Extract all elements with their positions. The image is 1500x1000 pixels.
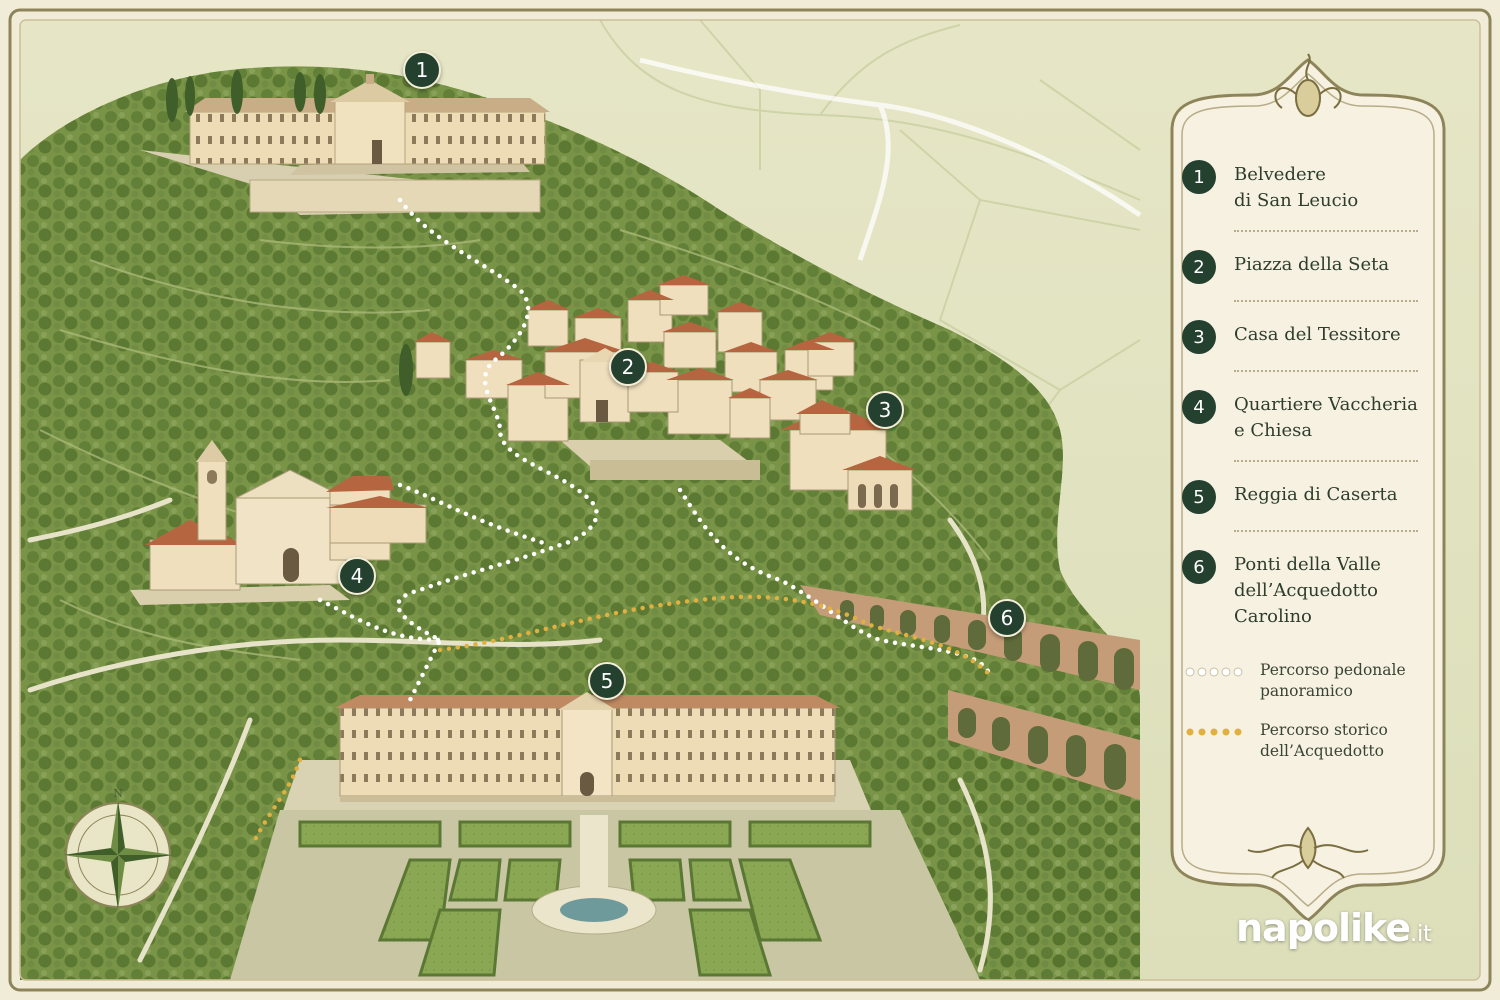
legend-divider <box>1234 300 1418 302</box>
legend-number: 2 <box>1182 250 1216 284</box>
route-label: Percorso storico dell’Acquedotto <box>1260 721 1388 760</box>
map-marker-5[interactable]: 5 <box>588 662 626 700</box>
legend-number: 6 <box>1182 550 1216 584</box>
legend-divider <box>1234 230 1418 232</box>
legend-label: Belvedere di San Leucio <box>1234 164 1359 211</box>
legend-label: Quartiere Vaccheria e Chiesa <box>1234 394 1418 441</box>
legend-item-vaccheria[interactable]: 4 Quartiere Vaccheria e Chiesa <box>1182 390 1422 444</box>
route-label: Percorso pedonale panoramico <box>1260 661 1406 700</box>
top-ornament-icon <box>1274 53 1342 117</box>
legend-item-ponti[interactable]: 6 Ponti della Valle dell’Acquedotto Caro… <box>1182 550 1422 630</box>
compass-north-label: N <box>113 787 123 800</box>
legend-label: Reggia di Caserta <box>1234 484 1398 505</box>
legend-divider <box>1234 460 1418 462</box>
brand-logo: napolike.it <box>1236 906 1432 950</box>
legend-item-reggia[interactable]: 5 Reggia di Caserta <box>1182 480 1422 514</box>
gold-dots-icon <box>1186 728 1242 736</box>
legend-divider <box>1234 530 1418 532</box>
aqueduct-bridges <box>800 585 1140 800</box>
map-marker-6[interactable]: 6 <box>988 599 1026 637</box>
legend-list: 1 Belvedere di San Leucio 2 Piazza della… <box>1182 160 1422 762</box>
legend-number: 4 <box>1182 390 1216 424</box>
brand-tld: .it <box>1410 922 1432 947</box>
legend-label: Casa del Tessitore <box>1234 324 1401 345</box>
village-houses <box>414 275 856 480</box>
map-marker-3[interactable]: 3 <box>866 391 904 429</box>
legend-item-casa[interactable]: 3 Casa del Tessitore <box>1182 320 1422 354</box>
legend-number: 3 <box>1182 320 1216 354</box>
legend-label: Ponti della Valle dell’Acquedotto Caroli… <box>1234 554 1381 627</box>
legend-route-panoramic: Percorso pedonale panoramico <box>1184 660 1422 702</box>
legend-label: Piazza della Seta <box>1234 254 1390 275</box>
brand-name: napolike <box>1236 906 1411 950</box>
compass-rose: N <box>63 787 173 910</box>
legend-item-piazza[interactable]: 2 Piazza della Seta <box>1182 250 1422 284</box>
map-marker-4[interactable]: 4 <box>338 557 376 595</box>
legend-divider <box>1234 370 1418 372</box>
belvedere-building <box>140 74 550 215</box>
legend-item-belvedere[interactable]: 1 Belvedere di San Leucio <box>1182 160 1422 214</box>
vaccheria-church <box>130 440 430 605</box>
aqueduct-historic-route <box>252 594 993 843</box>
legend-ornament-frame <box>1170 53 1446 922</box>
bottom-ornament-icon <box>1247 826 1369 879</box>
map-marker-2[interactable]: 2 <box>609 348 647 386</box>
panoramic-walk-route <box>396 197 599 703</box>
weaver-house <box>780 400 916 511</box>
legend-panel: 1 Belvedere di San Leucio 2 Piazza della… <box>1142 40 1474 940</box>
legend-number: 1 <box>1182 160 1216 194</box>
map-marker-1[interactable]: 1 <box>403 51 441 89</box>
reggia-gardens <box>230 810 980 980</box>
legend-route-aqueduct: Percorso storico dell’Acquedotto <box>1184 720 1422 762</box>
white-dots-icon <box>1185 667 1243 677</box>
legend-number: 5 <box>1182 480 1216 514</box>
